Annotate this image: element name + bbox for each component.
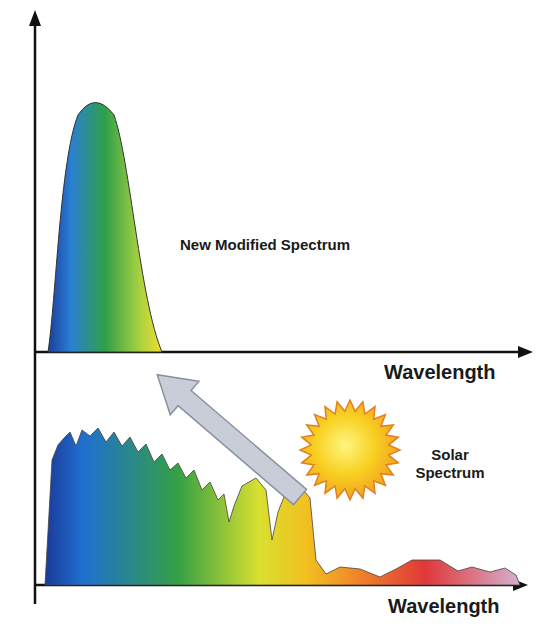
vertical-axis bbox=[34, 24, 37, 604]
axis-arrowhead bbox=[518, 346, 533, 358]
axis-arrowhead bbox=[29, 10, 41, 26]
spectrum-title: New Modified Spectrum bbox=[180, 236, 350, 254]
sun-symbol bbox=[300, 400, 400, 500]
solar-spectrum-curve bbox=[45, 428, 520, 585]
modified-spectrum-curve bbox=[48, 103, 162, 353]
axis-label: Wavelength bbox=[388, 594, 500, 618]
shift-arrow-shape bbox=[143, 358, 314, 514]
shift-arrow bbox=[143, 358, 314, 514]
spectrum-title: Solar Spectrum bbox=[408, 446, 492, 482]
axis-label: Wavelength bbox=[384, 360, 496, 384]
